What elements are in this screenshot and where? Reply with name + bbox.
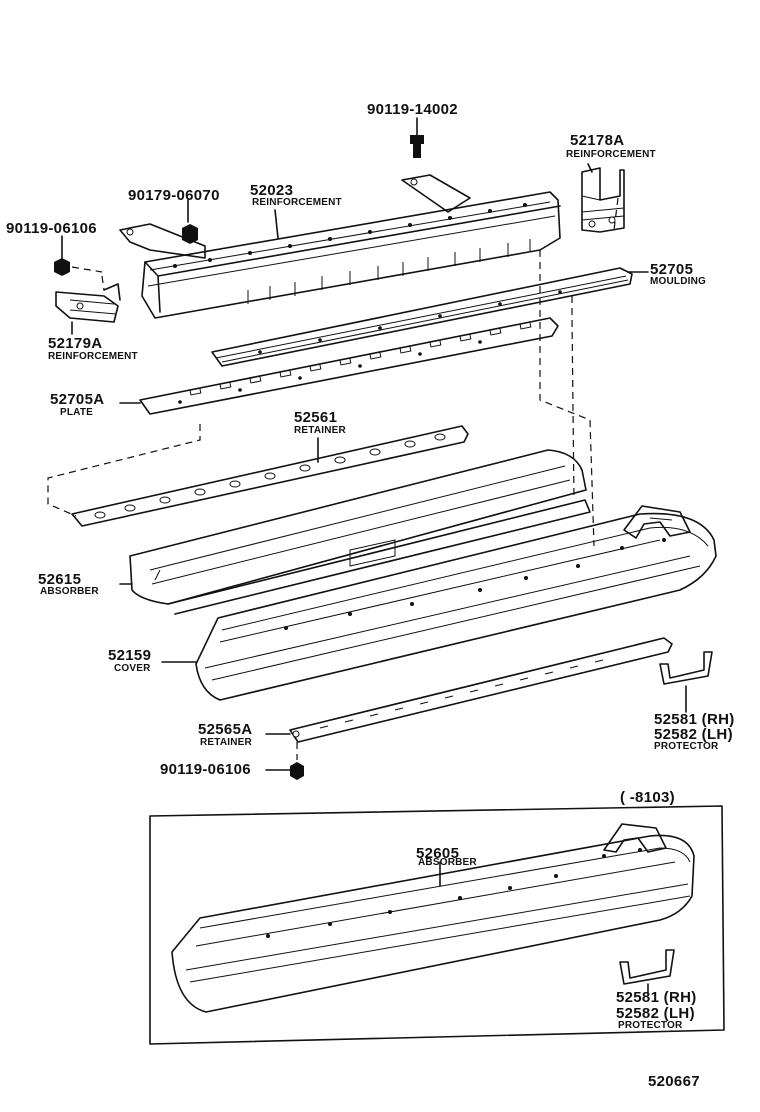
label-52582-lh: 52582 (LH) <box>654 726 733 743</box>
label-52179a-name: REINFORCEMENT <box>48 351 138 362</box>
label-52179a: 52179A <box>48 335 103 352</box>
reinforcement-52178a[interactable] <box>581 167 625 233</box>
absorber-52605[interactable] <box>171 823 695 1013</box>
label-52561: 52561 <box>294 409 338 426</box>
label-52705a-name: PLATE <box>60 407 94 418</box>
label-52615-name: ABSORBER <box>40 586 99 597</box>
cover-52159[interactable] <box>195 505 717 701</box>
label-52159: 52159 <box>108 647 152 664</box>
assembly-dashed-lines <box>47 197 619 547</box>
label-52023-name: REINFORCEMENT <box>252 197 342 208</box>
protector-52581-52582[interactable] <box>659 651 713 685</box>
label-52581-rh: 52581 (RH) <box>654 711 735 728</box>
bolt-90119-06106-bottom[interactable] <box>290 742 304 780</box>
bolt-90119-14002[interactable] <box>410 117 424 158</box>
label-52705: 52705 <box>650 261 694 278</box>
retainer-52561[interactable] <box>71 425 469 527</box>
moulding-52705[interactable] <box>211 267 633 367</box>
label-90179-06070: 90179-06070 <box>128 187 220 204</box>
label-52565a-name: RETAINER <box>200 737 252 748</box>
diagram-id: 520667 <box>648 1073 700 1090</box>
absorber-52615[interactable] <box>129 449 591 615</box>
leader-lines <box>61 163 687 771</box>
label-52705a: 52705A <box>50 391 105 408</box>
label-52605: 52605 <box>416 845 460 862</box>
label-52023: 52023 <box>250 182 294 199</box>
label-90119-14002: 90119-14002 <box>367 101 458 118</box>
label-52605-name: ABSORBER <box>418 857 477 868</box>
label-inset-52581-rh: 52581 (RH) <box>616 989 697 1006</box>
protector-inset[interactable] <box>619 949 675 993</box>
label-inset-52582-lh: 52582 (LH) <box>616 1005 695 1022</box>
label-52178a-name: REINFORCEMENT <box>566 149 656 160</box>
bolt-90119-06106-left[interactable] <box>54 258 103 276</box>
inset-variant-box <box>149 805 725 1045</box>
label-52178a: 52178A <box>570 132 625 149</box>
reinforcement-52179a[interactable] <box>55 283 121 323</box>
label-52159-name: COVER <box>114 663 151 674</box>
label-90119-06106-left: 90119-06106 <box>6 220 97 237</box>
production-date-note: ( -8103) <box>620 789 675 806</box>
label-protector-name: PROTECTOR <box>654 741 719 752</box>
label-90119-06106-bottom: 90119-06106 <box>160 761 251 778</box>
label-52561-name: RETAINER <box>294 425 346 436</box>
label-inset-protector-name: PROTECTOR <box>618 1020 683 1031</box>
plate-52705a[interactable] <box>139 317 559 415</box>
retainer-52565a[interactable] <box>289 637 673 743</box>
label-52615: 52615 <box>38 571 82 588</box>
reinforcement-52023[interactable] <box>119 174 561 319</box>
label-52705-name: MOULDING <box>650 276 707 287</box>
label-52565a: 52565A <box>198 721 253 738</box>
